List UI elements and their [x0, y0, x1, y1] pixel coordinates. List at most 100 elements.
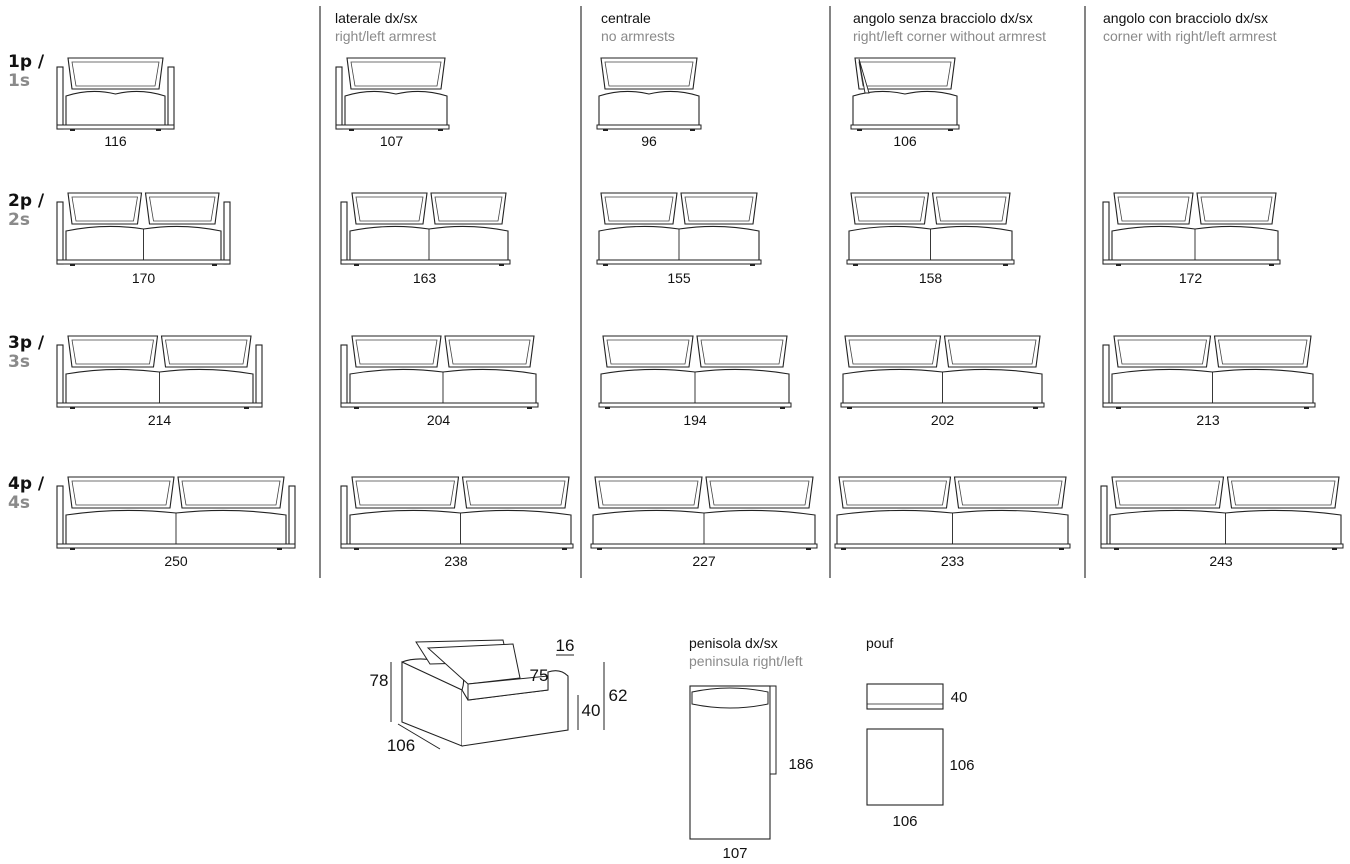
sofa-foot [857, 129, 862, 131]
sofa-foot [847, 407, 852, 409]
sofa-foot [806, 548, 811, 550]
width-label: 238 [444, 553, 468, 569]
sofa-module [840, 335, 1045, 409]
sofa-foot [354, 264, 359, 266]
armrest [340, 485, 348, 549]
sofa-module [598, 335, 792, 409]
back-cushion [844, 335, 942, 368]
row-label-4p: 4p /4s [8, 474, 45, 513]
armrest [56, 485, 64, 549]
back-cushion [351, 476, 460, 509]
sofa-module [335, 57, 450, 131]
back-cushion-inner [71, 61, 160, 87]
sofa-base [834, 543, 1071, 549]
pouf-width-label: 106 [892, 813, 917, 830]
back-cushion [680, 192, 758, 225]
width-label: 107 [380, 133, 404, 149]
sofa-module [56, 335, 263, 409]
armrest [288, 485, 296, 549]
sofa-foot [597, 548, 602, 550]
back-cushion-inner [854, 196, 925, 222]
back-cushion-inner [684, 196, 754, 222]
width-label: 96 [641, 133, 657, 149]
back-cushion-inner [604, 61, 694, 87]
sofa-foot [948, 129, 953, 131]
back-cushion [931, 192, 1011, 225]
sofa-base [598, 402, 792, 408]
back-cushion [705, 476, 814, 509]
sofa-base [850, 124, 960, 130]
sofa-foot [1003, 264, 1008, 266]
depth-line [397, 723, 441, 750]
sofa-foot [70, 129, 75, 131]
sofa-foot [156, 129, 161, 131]
width-label: 194 [683, 412, 707, 428]
armrest [340, 344, 348, 408]
width-label: 106 [893, 133, 917, 149]
sofa-module [596, 192, 762, 266]
throw-pillow [858, 58, 870, 94]
sofa-base [1102, 402, 1316, 408]
back-cushion [594, 476, 703, 509]
back-cushion [600, 192, 678, 225]
back-cushion [838, 476, 952, 509]
back-cushion-inner [948, 339, 1037, 365]
sofa-base [846, 259, 1015, 265]
penisola-back [691, 687, 769, 709]
armrest [335, 66, 343, 130]
sofa-foot [70, 407, 75, 409]
sofa-foot [1332, 548, 1337, 550]
width-label: 250 [164, 553, 188, 569]
back-cushion [144, 192, 220, 225]
back-cushion [67, 192, 143, 225]
back-cushion [444, 335, 535, 368]
armrest [223, 201, 231, 265]
penisola-arm [769, 685, 777, 775]
width-label: 116 [104, 133, 127, 149]
back-cushion-inner [355, 196, 424, 222]
sofa-foot [354, 548, 359, 550]
back-cushion [67, 476, 175, 509]
back-cushion-inner [598, 480, 699, 506]
back-cushion [1113, 192, 1194, 225]
sofa-grid [56, 57, 1344, 550]
sofa-foot [853, 264, 858, 266]
sofa-foot [780, 407, 785, 409]
back-cushion-inner [466, 480, 566, 506]
sofa-foot [277, 548, 282, 550]
back-cushion-inner [1231, 480, 1336, 506]
armrest [56, 66, 64, 130]
armrest [1102, 344, 1110, 408]
sofa-foot [1033, 407, 1038, 409]
back-cushion [177, 476, 285, 509]
sofa-base [56, 543, 296, 549]
sofa-module [56, 476, 296, 550]
sofa-foot [1269, 264, 1274, 266]
sofa-foot [603, 264, 608, 266]
back-cushion-inner [958, 480, 1063, 506]
back-cushion-inner [709, 480, 810, 506]
sofa-base [56, 259, 231, 265]
sofa-base [340, 543, 574, 549]
width-label: 213 [1196, 412, 1220, 428]
back-cushion-inner [71, 480, 171, 506]
sofa-base [596, 124, 702, 130]
sofa-module [340, 476, 574, 550]
back-cushion-inner [149, 196, 216, 222]
sofa-foot [244, 407, 249, 409]
sofa-foot [603, 129, 608, 131]
back-cushion-inner [181, 480, 281, 506]
back-cushion [943, 335, 1041, 368]
sofa-base [335, 124, 450, 130]
back-cushion-inner [355, 339, 438, 365]
sofa-module [1100, 476, 1344, 550]
column-dividers [319, 6, 1086, 578]
back-cushion [351, 192, 428, 225]
seat-cushion [852, 90, 958, 126]
back-cushion-inner [1117, 339, 1207, 365]
sofa-foot [1304, 407, 1309, 409]
